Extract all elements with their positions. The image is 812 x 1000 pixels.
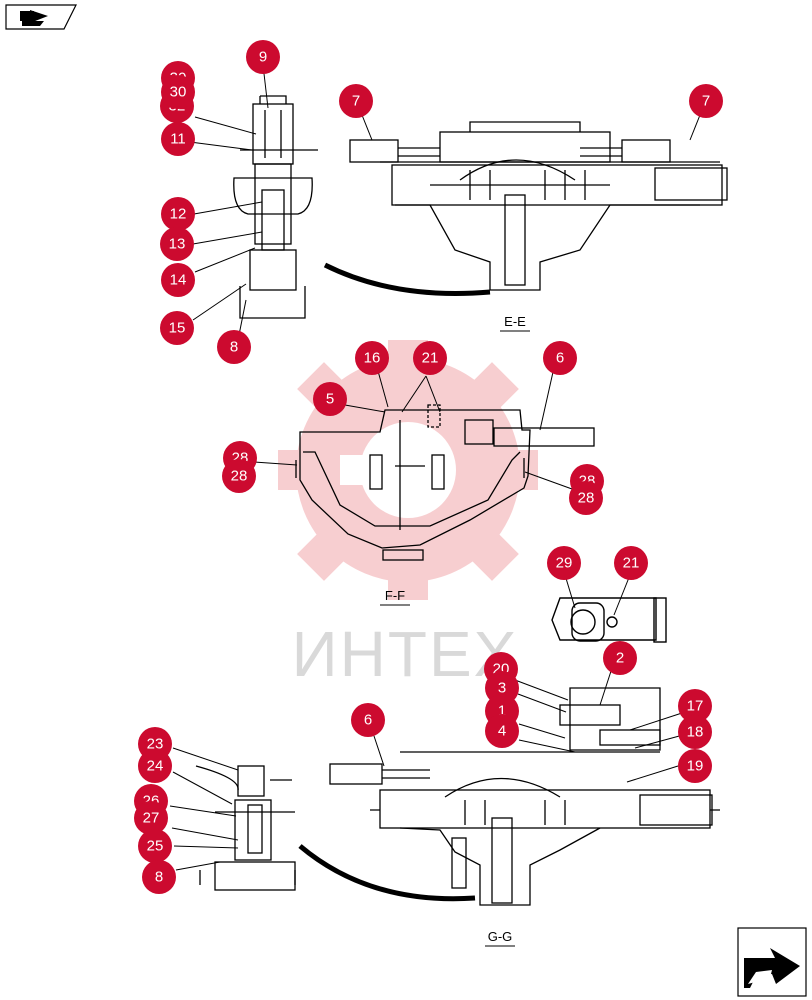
svg-text:18: 18 [687, 724, 704, 741]
callout-27[interactable]: 27 [134, 801, 168, 835]
svg-text:19: 19 [687, 758, 704, 775]
callout-6-top[interactable]: 6 [543, 341, 577, 375]
svg-text:28: 28 [578, 490, 595, 507]
callout-5[interactable]: 5 [313, 382, 347, 416]
svg-text:7: 7 [702, 93, 710, 110]
callout-6-bottom[interactable]: 6 [351, 703, 385, 737]
section-ee-leader [323, 262, 491, 296]
svg-text:28: 28 [231, 468, 248, 485]
callout-18[interactable]: 18 [678, 715, 712, 749]
svg-text:27: 27 [143, 810, 160, 827]
callout-7-right[interactable]: 7 [689, 84, 723, 118]
svg-text:16: 16 [364, 350, 381, 367]
callout-21-bottom[interactable]: 21 [614, 546, 648, 580]
svg-text:6: 6 [364, 712, 372, 729]
callout-16[interactable]: 16 [355, 341, 389, 375]
callout-leaders [169, 64, 701, 871]
svg-text:11: 11 [170, 131, 186, 148]
callout-8-top[interactable]: 8 [217, 330, 251, 364]
section-label-gg: G-G [488, 929, 513, 944]
section-label-ee: E-E [504, 314, 526, 329]
svg-text:21: 21 [623, 555, 640, 572]
section-ff-drawing [295, 404, 595, 561]
svg-text:12: 12 [170, 206, 187, 223]
callout-17[interactable]: 17 [678, 689, 712, 723]
callout-8-bottom[interactable]: 8 [142, 860, 176, 894]
svg-text:1: 1 [498, 703, 506, 720]
section-label-ff: F-F [385, 588, 405, 603]
svg-text:2: 2 [616, 650, 624, 667]
valve-plate-detail [551, 597, 667, 643]
section-ee-drawing [349, 121, 728, 291]
next-page-arrow-icon[interactable] [737, 927, 807, 997]
svg-text:24: 24 [147, 758, 164, 775]
section-labels: E-E F-F G-G [380, 314, 530, 947]
callout-4[interactable]: 4 [485, 714, 519, 748]
callout-12[interactable]: 12 [161, 197, 195, 231]
svg-text:30: 30 [170, 84, 187, 101]
svg-text:8: 8 [230, 339, 238, 356]
svg-text:17: 17 [687, 698, 704, 715]
callouts: 32 30 30 9 11 12 13 14 15 8 7 7 16 21 5 … [134, 40, 723, 894]
callout-11[interactable]: 11 [161, 122, 195, 156]
svg-text:23: 23 [147, 736, 164, 753]
callout-7-left[interactable]: 7 [339, 84, 373, 118]
svg-text:25: 25 [147, 838, 164, 855]
watermark-logo [278, 340, 538, 600]
svg-text:6: 6 [556, 350, 564, 367]
callout-29[interactable]: 29 [547, 546, 581, 580]
svg-text:3: 3 [498, 680, 506, 697]
svg-text:13: 13 [169, 236, 186, 253]
svg-text:5: 5 [326, 391, 334, 408]
svg-text:15: 15 [169, 320, 186, 337]
svg-text:9: 9 [259, 49, 267, 66]
callout-28-left[interactable]: 28 [222, 459, 256, 493]
callout-2[interactable]: 2 [603, 641, 637, 675]
callout-24[interactable]: 24 [138, 749, 172, 783]
svg-text:8: 8 [155, 869, 163, 886]
callout-9[interactable]: 9 [246, 40, 280, 74]
section-gg-leader [298, 844, 476, 902]
svg-text:21: 21 [422, 350, 439, 367]
svg-text:14: 14 [170, 272, 187, 289]
detail-left-top-drawing [233, 95, 318, 319]
callout-21-top[interactable]: 21 [413, 341, 447, 375]
callout-28-right[interactable]: 28 [569, 481, 603, 515]
svg-text:7: 7 [352, 93, 360, 110]
svg-text:29: 29 [556, 555, 573, 572]
svg-text:4: 4 [498, 723, 506, 740]
callout-13[interactable]: 13 [160, 227, 194, 261]
detail-left-bottom-drawing [195, 765, 296, 891]
watermark-text: ИНТЕХ [292, 618, 519, 690]
callout-15[interactable]: 15 [160, 311, 194, 345]
home-arrow-icon[interactable] [5, 4, 77, 30]
callout-30-top[interactable]: 30 [161, 75, 195, 109]
section-gg-drawing [329, 687, 720, 906]
callout-25[interactable]: 25 [138, 829, 172, 863]
callout-19[interactable]: 19 [678, 749, 712, 783]
callout-14[interactable]: 14 [161, 263, 195, 297]
